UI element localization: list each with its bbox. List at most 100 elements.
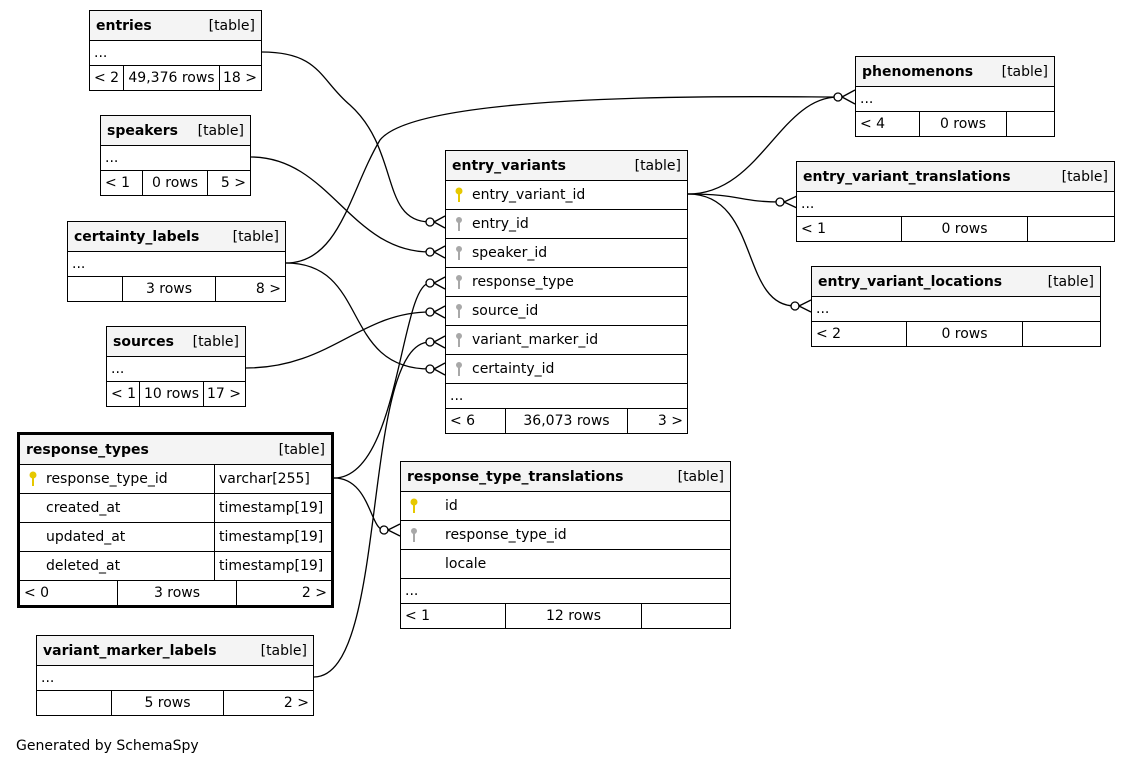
- table-variant-marker-labels[interactable]: variant_marker_labels[table] ... 5 rows …: [36, 635, 314, 716]
- table-phenomenons[interactable]: phenomenons [table] ... < 4 0 rows: [855, 56, 1055, 137]
- column-name: response_type_id: [445, 527, 567, 543]
- children-count: [1023, 322, 1100, 346]
- table-name: entry_variants: [452, 157, 566, 174]
- column-name: created_at: [46, 500, 121, 516]
- children-count: [1007, 112, 1054, 136]
- table-kind: [table]: [192, 333, 239, 350]
- children-count: 17 >: [207, 386, 241, 402]
- table-kind: [table]: [1061, 168, 1108, 185]
- table-entry-variant-translations[interactable]: entry_variant_translations[table] ... < …: [796, 161, 1115, 242]
- rel-sources-entry-variants: [245, 311, 431, 369]
- ellipsis-row: ...: [90, 40, 261, 65]
- primary-key-icon: [20, 471, 46, 487]
- table-name: entries: [96, 17, 152, 34]
- column-row: certainty_id: [446, 354, 687, 383]
- column-row: response_type: [446, 267, 687, 296]
- column-name: deleted_at: [46, 558, 121, 574]
- column-row: deleted_at timestamp[19]: [20, 551, 331, 580]
- primary-key-icon: [446, 187, 472, 203]
- column-name: entry_variant_id: [472, 187, 586, 203]
- table-name: sources: [113, 333, 174, 350]
- ellipsis-row: ...: [37, 665, 313, 690]
- column-name: speaker_id: [472, 245, 548, 261]
- column-row: response_type_id: [401, 520, 730, 549]
- table-entry-variants[interactable]: entry_variants [table] entry_variant_id e…: [445, 150, 688, 434]
- rel-entries-entry-variants: [261, 51, 431, 223]
- primary-key-icon: [401, 498, 427, 514]
- table-entry-variant-locations[interactable]: entry_variant_locations [table] ... < 2 0…: [811, 266, 1101, 347]
- table-name: phenomenons: [862, 63, 974, 80]
- column-row: speaker_id: [446, 238, 687, 267]
- table-name: entry_variant_translations: [803, 168, 1011, 185]
- parents-count: [37, 691, 112, 715]
- ellipsis-row: ...: [107, 356, 245, 381]
- table-kind: [table]: [208, 17, 255, 34]
- children-count: 2 >: [283, 695, 309, 711]
- table-response-types[interactable]: response_types[table] response_type_id v…: [17, 432, 334, 608]
- table-footer: < 6 36,073 rows 3 >: [446, 408, 687, 433]
- parents-count: < 1: [101, 171, 143, 195]
- rel-variant-markers-entry-variants: [313, 341, 431, 678]
- column-name: source_id: [472, 303, 539, 319]
- table-name: entry_variant_locations: [818, 273, 1003, 290]
- column-name: locale: [445, 556, 487, 572]
- rel-ev-translations: [687, 193, 781, 203]
- ellipsis-row: ...: [446, 383, 687, 408]
- column-type: timestamp[19]: [214, 523, 331, 551]
- foreign-key-icon: [446, 361, 472, 377]
- table-name: response_type_translations: [407, 468, 624, 485]
- row-count: 3 rows: [123, 277, 216, 301]
- parents-count: < 2: [812, 322, 907, 346]
- ellipsis-row: ...: [812, 296, 1100, 321]
- ellipsis-row: ...: [856, 86, 1054, 111]
- table-response-type-translations[interactable]: response_type_translations[table] id res…: [400, 461, 731, 629]
- table-footer: < 2 49,376 rows 18 >: [90, 65, 261, 90]
- table-kind: [table]: [1001, 63, 1048, 80]
- table-sources[interactable]: sources [table] ... < 1 10 rows 17 >: [106, 326, 246, 407]
- row-count: 0 rows: [902, 217, 1028, 241]
- ellipsis-row: ...: [68, 251, 285, 276]
- table-footer: < 1 0 rows 5 >: [101, 170, 250, 195]
- column-row: updated_at timestamp[19]: [20, 522, 331, 551]
- column-row: variant_marker_id: [446, 325, 687, 354]
- row-count: 12 rows: [506, 604, 642, 628]
- column-row: entry_id: [446, 209, 687, 238]
- table-name: speakers: [107, 122, 178, 139]
- children-count: 8 >: [255, 281, 281, 297]
- column-row: response_type_id varchar[255]: [20, 464, 331, 493]
- row-count: 0 rows: [907, 322, 1023, 346]
- table-footer: < 4 0 rows: [856, 111, 1054, 136]
- table-entries[interactable]: entries [table] ... < 2 49,376 rows 18 >: [89, 10, 262, 91]
- parents-count: < 2: [90, 66, 124, 90]
- table-speakers[interactable]: speakers[table] ... < 1 0 rows 5 >: [100, 115, 251, 196]
- parents-count: < 1: [107, 382, 140, 406]
- table-kind: [table]: [677, 468, 724, 485]
- children-count: 2 >: [301, 585, 327, 601]
- children-count: [1028, 217, 1114, 241]
- rel-response-types-translations: [333, 477, 385, 531]
- rel-response-types-entry-variants: [333, 282, 431, 479]
- table-name: certainty_labels: [74, 228, 200, 245]
- table-certainty-labels[interactable]: certainty_labels[table] ... 3 rows 8 >: [67, 221, 286, 302]
- row-count: 3 rows: [118, 581, 237, 605]
- row-count: 10 rows: [140, 382, 204, 406]
- table-kind: [table]: [634, 157, 681, 174]
- column-row: entry_variant_id: [446, 180, 687, 209]
- table-footer: < 1 12 rows: [401, 603, 730, 628]
- children-count: 3 >: [657, 413, 683, 429]
- parents-count: < 4: [856, 112, 920, 136]
- ellipsis-row: ...: [797, 191, 1114, 216]
- table-kind: [table]: [197, 122, 244, 139]
- column-name: response_type_id: [46, 471, 168, 487]
- column-name: updated_at: [46, 529, 126, 545]
- column-type: varchar[255]: [214, 465, 331, 493]
- table-footer: < 1 10 rows 17 >: [107, 381, 245, 406]
- children-count: 18 >: [223, 70, 257, 86]
- children-count: 5 >: [220, 175, 246, 191]
- column-name: entry_id: [472, 216, 529, 232]
- rel-ev-locations: [687, 193, 796, 307]
- table-kind: [table]: [1047, 273, 1094, 290]
- column-name: certainty_id: [472, 361, 555, 377]
- table-kind: [table]: [278, 441, 325, 458]
